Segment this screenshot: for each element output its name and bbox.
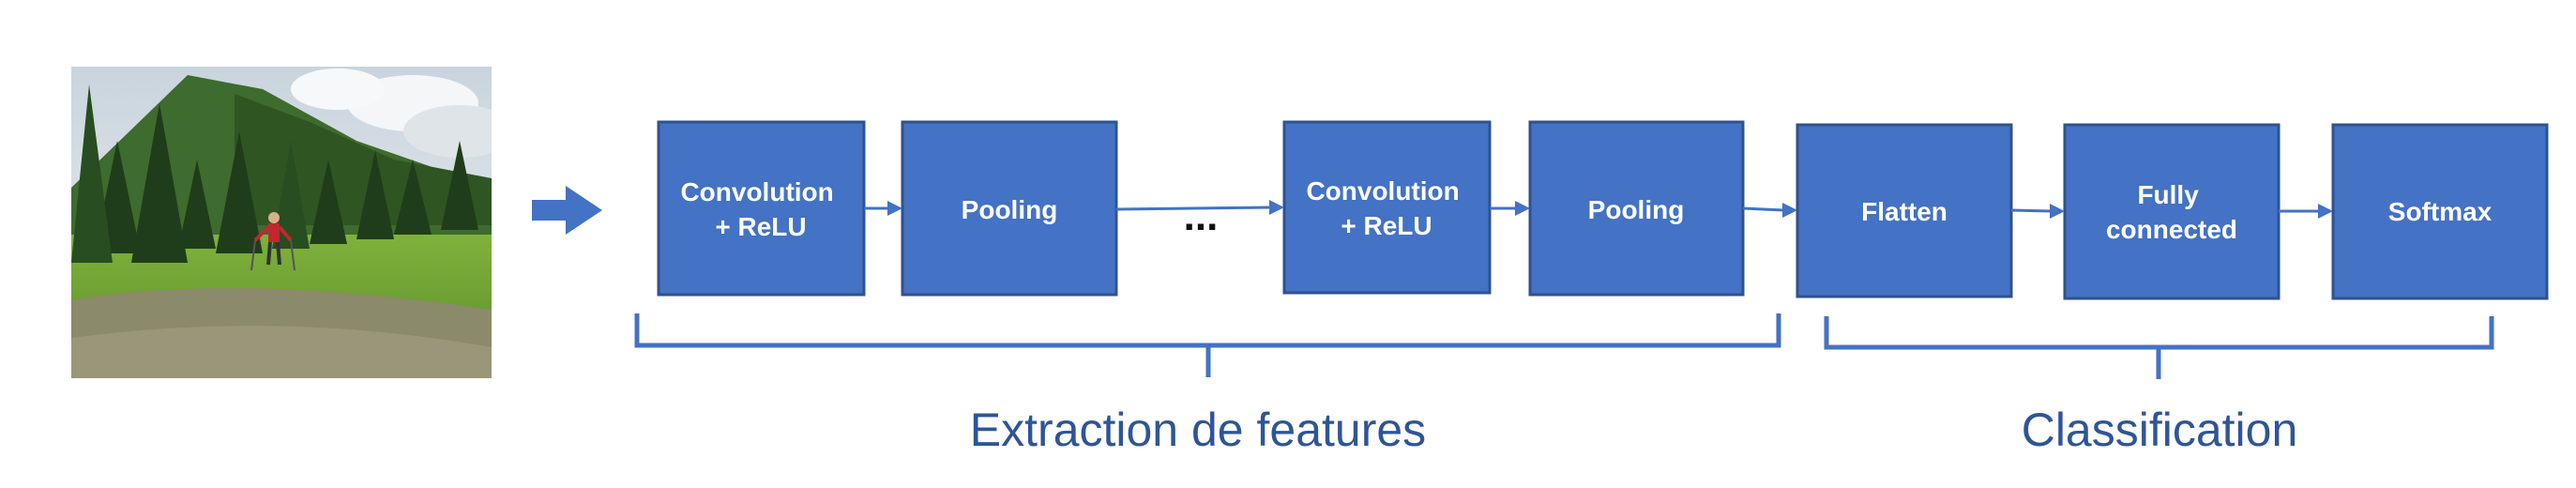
input-arrow: [532, 186, 602, 235]
block-label: Pooling: [1588, 195, 1685, 224]
block-label: Convolution + ReLU: [1306, 176, 1466, 240]
connector-conv2-to-pool2: [1490, 201, 1530, 216]
block-conv-relu-1: Convolution + ReLU: [657, 120, 866, 297]
block-label: Convolution + ReLU: [680, 177, 841, 241]
block-flatten: Flatten: [1796, 123, 2013, 298]
connector-pool1-to-conv2: [1115, 200, 1284, 215]
input-photo: [71, 67, 492, 378]
block-label: Fully connected: [2106, 180, 2237, 244]
connector-pool2-to-flatten: [1742, 203, 1797, 218]
ellipsis-text: ...: [1184, 193, 1219, 239]
block-softmax: Softmax: [2331, 123, 2549, 300]
block-label: Flatten: [1861, 197, 1947, 226]
block-label: Softmax: [2388, 197, 2493, 226]
bracket-classification: [1824, 316, 2494, 379]
connector-flatten-to-fc: [2010, 204, 2065, 219]
person-figure: [250, 212, 295, 271]
block-conv-relu-2: Convolution + ReLU: [1282, 120, 1492, 295]
block-label: Pooling: [962, 195, 1058, 224]
classification-label: Classification: [2022, 404, 2298, 456]
connector-fc-to-softmax: [2279, 204, 2333, 219]
bracket-extraction: [634, 313, 1781, 377]
block-pooling-2: Pooling: [1528, 120, 1745, 297]
block-fully-connected: Fully connected: [2063, 123, 2281, 300]
connector-conv1-to-pool1: [864, 201, 902, 216]
block-pooling-1: Pooling: [901, 120, 1118, 297]
extraction-label: Extraction de features: [970, 404, 1426, 456]
